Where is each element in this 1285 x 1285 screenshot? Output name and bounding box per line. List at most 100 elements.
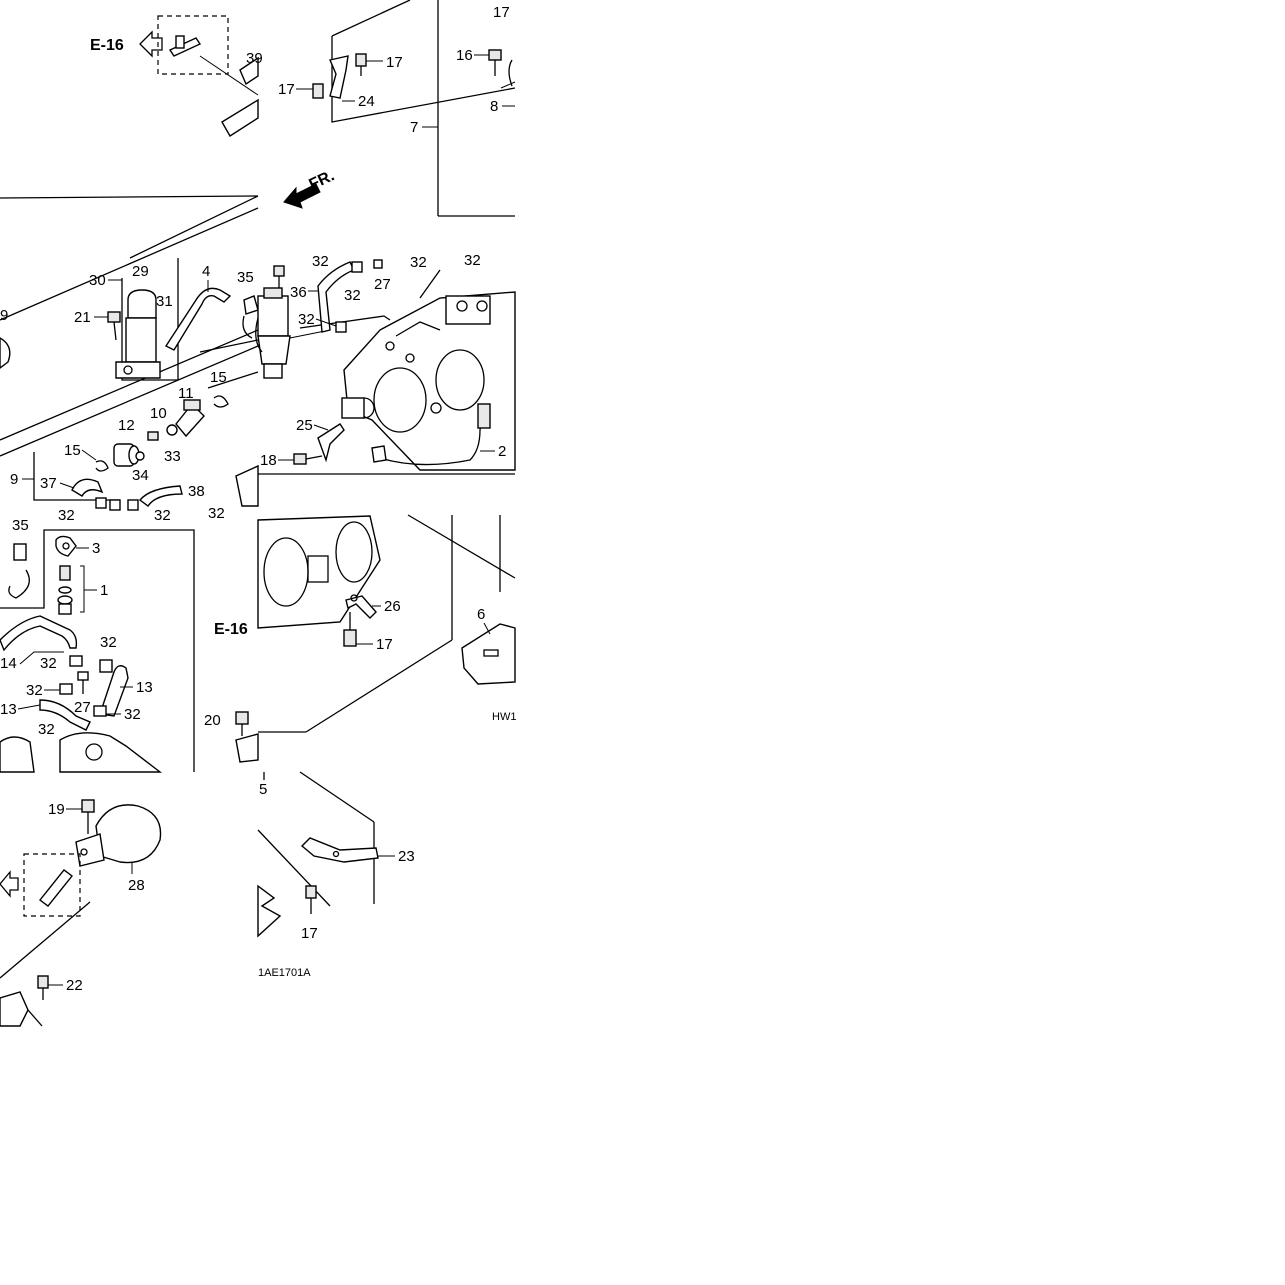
callout-9-b: 9 — [10, 471, 18, 488]
callout-17-a: 17 — [386, 54, 403, 71]
bolt-16 — [488, 49, 502, 76]
callout-31: 31 — [156, 293, 173, 310]
callout-22: 22 — [66, 977, 83, 994]
callout-32-l: 32 — [124, 706, 141, 723]
callout-13-a: 13 — [136, 679, 153, 696]
callout-33: 33 — [164, 448, 181, 465]
bolt-1-stack — [57, 565, 73, 615]
callout-3: 3 — [92, 540, 100, 557]
callout-38: 38 — [188, 483, 205, 500]
bolt-19 — [81, 799, 95, 834]
callout-10: 10 — [150, 405, 167, 422]
bolt-35 — [273, 265, 285, 288]
connector-fitting — [168, 35, 202, 57]
callout-19: 19 — [48, 801, 65, 818]
callout-8: 8 — [490, 98, 498, 115]
clip-15-b — [213, 395, 229, 408]
bolt-18 — [293, 453, 323, 465]
tile-mid-left: 9 30 29 31 21 4 35 9 — [0, 195, 259, 524]
vacuum-unit-29 — [115, 289, 161, 379]
section-ref-label: E-16 — [90, 37, 124, 54]
tile-lower-right: 26 17 E-16 6 HW1 20 — [204, 514, 516, 763]
callout-32-d: 32 — [312, 253, 329, 270]
callout-17-c: 17 — [493, 4, 510, 21]
bolt-17-b — [312, 83, 324, 99]
callout-32-b: 32 — [154, 507, 171, 524]
callout-21: 21 — [74, 309, 91, 326]
filter-12 — [113, 443, 140, 467]
callout-32-j: 32 — [100, 634, 117, 651]
throttle-body-gasket-side — [257, 515, 381, 629]
callout-20: 20 — [204, 712, 221, 729]
section-ref-arrow-2 — [0, 870, 19, 898]
hose-37 — [71, 478, 104, 497]
callout-32-h: 32 — [464, 252, 481, 269]
throttle-body — [341, 269, 516, 471]
callout-35-b: 35 — [12, 517, 29, 534]
callout-30: 30 — [89, 272, 106, 289]
clip-35-b — [8, 543, 30, 599]
callout-17-d: 17 — [376, 636, 393, 653]
callout-23: 23 — [398, 848, 415, 865]
callout-26: 26 — [384, 598, 401, 615]
callout-32-c: 32 — [208, 505, 225, 522]
callout-32-e: 32 — [344, 287, 361, 304]
tile-top-left: E-16 39 — [0, 15, 263, 199]
bracket-26 — [345, 594, 377, 619]
callout-16: 16 — [456, 47, 473, 64]
bracket-25 — [317, 423, 345, 463]
diagram-code-fragment-left: 1AE1701A — [258, 967, 311, 979]
tile-top-right: 17 17 24 17 16 8 7 FR. — [278, 0, 516, 217]
dashed-detail-box-2 — [23, 853, 81, 917]
callout-17-b: 17 — [278, 81, 295, 98]
oring-34 — [135, 451, 145, 461]
tile-lower-left: 35 3 1 14 32 32 13 — [0, 517, 195, 773]
callout-24: 24 — [358, 93, 375, 110]
bracket-24 — [329, 55, 349, 99]
bolt-22 — [37, 975, 49, 1000]
callout-18: 18 — [260, 452, 277, 469]
dashed-detail-box — [157, 15, 229, 75]
callout-17-e: 17 — [301, 925, 318, 942]
callout-28: 28 — [128, 877, 145, 894]
callout-11: 11 — [178, 385, 194, 402]
bolt-20 — [235, 711, 249, 736]
callout-39: 39 — [246, 50, 263, 67]
bolt-17-d — [343, 612, 357, 647]
callout-27-a: 27 — [374, 276, 391, 293]
callout-34: 34 — [132, 467, 149, 484]
callout-4: 4 — [202, 263, 210, 280]
bolt-17-e — [305, 885, 317, 914]
bracket-3 — [55, 535, 77, 557]
callout-5: 5 — [259, 781, 267, 798]
bolt-21 — [107, 311, 121, 341]
callout-35-a: 35 — [237, 269, 254, 286]
tile-mid-right: 36 32 32 32 32 32 27 25 18 2 — [255, 252, 516, 475]
bolt-17-a — [355, 53, 367, 76]
callout-2: 2 — [498, 443, 506, 460]
solenoid-11 — [175, 399, 205, 438]
callout-13-b: 13 — [0, 701, 17, 718]
regulator-housing — [0, 732, 163, 773]
section-ref-label-2: E-16 — [214, 621, 248, 638]
idle-air-valve-35 — [255, 287, 291, 379]
callout-14: 14 — [0, 655, 17, 672]
callout-7: 7 — [410, 119, 418, 136]
section-ref-arrow — [139, 30, 163, 58]
tee-27 — [373, 259, 383, 269]
hose-4 — [164, 287, 232, 351]
check-valve-10 — [147, 431, 159, 441]
callout-15-a: 15 — [64, 442, 81, 459]
oring-33 — [166, 424, 178, 436]
sensor-wire-2 — [371, 403, 491, 466]
bracket-23 — [300, 837, 379, 863]
callout-27-b: 27 — [74, 699, 91, 716]
hose-38 — [138, 485, 183, 508]
direction-label: FR. — [307, 167, 338, 193]
callout-32-a: 32 — [58, 507, 75, 524]
tile-bottom-right: 5 23 17 1AE1701A — [257, 771, 415, 979]
callout-32-i: 32 — [40, 655, 57, 672]
tile-bottom-left: 19 28 22 — [0, 799, 162, 1027]
tee-27-b — [77, 671, 89, 694]
